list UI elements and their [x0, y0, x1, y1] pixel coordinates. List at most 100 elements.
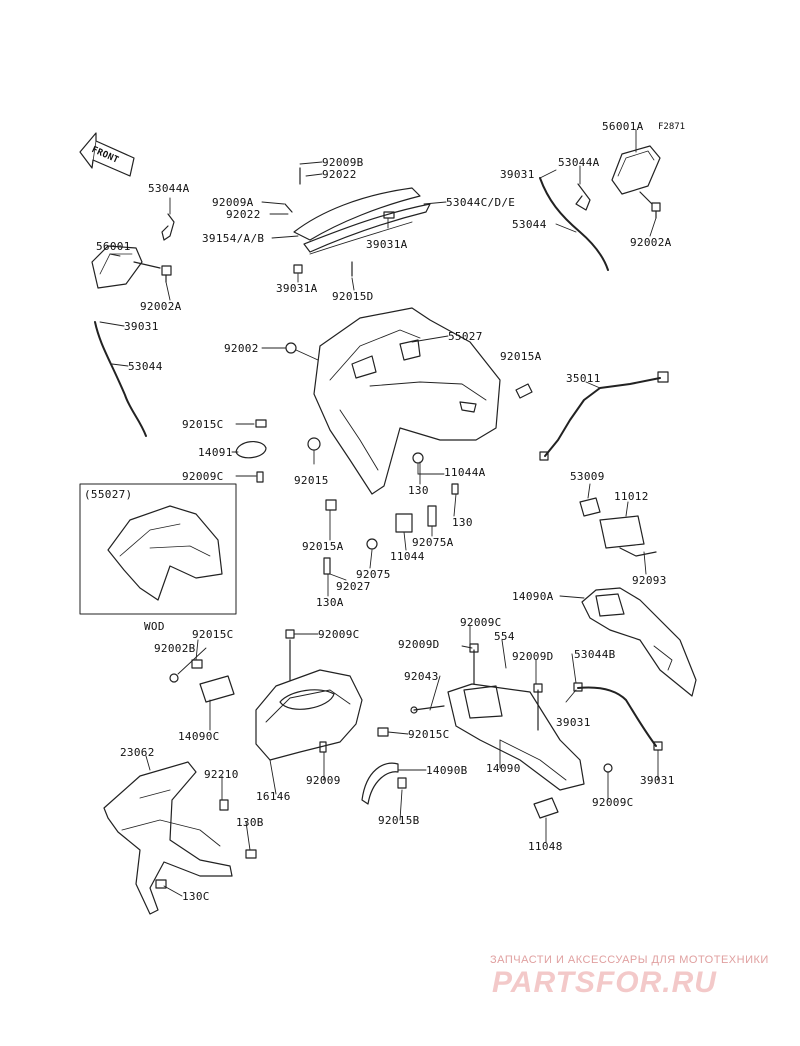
part-label: 92009D [398, 638, 440, 651]
unit-11012-shape [599, 515, 645, 549]
part-label: 11048 [528, 840, 563, 853]
bolt-130a-icon [323, 557, 331, 575]
part-label: 39031A [366, 238, 408, 251]
part-label: 130C [182, 890, 210, 903]
part-label: 92075 [356, 568, 391, 581]
part-label: 92002A [140, 300, 182, 313]
nut-92015a-icon [515, 383, 533, 399]
part-label: 23062 [120, 746, 155, 759]
part-label: 14090C [178, 730, 220, 743]
front-arrow-icon [79, 132, 135, 177]
bolt-92075a-icon [427, 505, 437, 527]
cover-14091-shape [235, 441, 267, 459]
part-label: 92015 [294, 474, 329, 487]
inset-box [79, 483, 237, 615]
part-label: 11012 [614, 490, 649, 503]
trim-14090b-shape [361, 762, 399, 805]
part-label: 53009 [570, 470, 605, 483]
part-label: 53044 [128, 360, 163, 373]
part-label: 92009C [182, 470, 224, 483]
part-label: 92210 [204, 768, 239, 781]
screw-92009c-icon [256, 471, 264, 483]
bolt-130c-icon [155, 879, 167, 889]
part-label: 39031 [640, 774, 675, 787]
inner-panel-14090a-shape [581, 587, 697, 697]
part-label: 92022 [226, 208, 261, 221]
bracket-11048-shape [533, 797, 559, 819]
part-label: 130 [452, 516, 473, 529]
part-label: 39031 [500, 168, 535, 181]
screw-92009c-d-icon [603, 763, 613, 773]
part-label: 92002A [630, 236, 672, 249]
part-label: 92002 [224, 342, 259, 355]
nut-11044a-icon [412, 452, 424, 464]
windshield-shape [284, 167, 431, 277]
part-label: 14090A [512, 590, 554, 603]
part-label: 16146 [256, 790, 291, 803]
part-label: 92009B [322, 156, 364, 169]
upper-cowl-shape [313, 307, 501, 495]
bracket-53044a-right-shape [575, 183, 591, 211]
watermark-logo: PARTSFOR.RU [492, 966, 717, 999]
bolt-130b-icon [245, 849, 257, 859]
part-label: 130B [236, 816, 264, 829]
part-label: 14090 [486, 762, 521, 775]
inset-caption: WOD [144, 620, 165, 633]
part-label: 14091 [198, 446, 233, 459]
figure-code: F2871 [658, 122, 686, 132]
part-label: 11044A [444, 466, 486, 479]
part-label: 39031 [556, 716, 591, 729]
left-mirror-shape [91, 245, 172, 289]
bolt-130-a-icon [451, 483, 459, 495]
washer-92075-icon [366, 538, 378, 550]
part-label: 92043 [404, 670, 439, 683]
cable-35011-shape [544, 377, 661, 457]
part-label: 92009C [460, 616, 502, 629]
part-label: 92015B [378, 814, 420, 827]
part-label: 39031 [124, 320, 159, 333]
part-label: 92015C [408, 728, 450, 741]
part-label: 11044 [390, 550, 425, 563]
grommet-92002-icon [285, 342, 297, 354]
grommet-92015-icon [307, 437, 321, 451]
part-label: 35011 [566, 372, 601, 385]
stay-11044-icon [395, 513, 413, 533]
part-label: 39031A [276, 282, 318, 295]
part-label: 92015D [332, 290, 374, 303]
relay-53009-shape [579, 497, 601, 517]
part-label: 92015C [192, 628, 234, 641]
stay-23062-shape [103, 761, 233, 915]
part-label: 53044 [512, 218, 547, 231]
right-mirror-shape [611, 145, 661, 219]
part-label: 56001A [602, 120, 644, 133]
nut-92210-icon [219, 799, 229, 811]
part-label: 554 [494, 630, 515, 643]
clip-92015c-c-icon [377, 727, 389, 737]
part-label: 130A [316, 596, 344, 609]
clip-92015b-icon [397, 777, 407, 789]
part-label: 130 [408, 484, 429, 497]
part-label: 92015A [500, 350, 542, 363]
meter-panel-shape [255, 629, 363, 761]
part-label: 55027 [448, 330, 483, 343]
clip-92015c-icon [255, 419, 267, 428]
inset-title: (55027) [84, 488, 133, 501]
part-label: 56001 [96, 240, 131, 253]
part-label: 92093 [632, 574, 667, 587]
inset-cowl-shape [107, 505, 223, 601]
screw-92009-icon [319, 741, 327, 753]
leader-lines [99, 129, 659, 897]
part-label: 92002B [154, 642, 196, 655]
part-label: 92009A [212, 196, 254, 209]
cable-53044-left-shape [94, 321, 147, 437]
part-label: 53044A [558, 156, 600, 169]
part-label: 92009C [318, 628, 360, 641]
part-label: 53044A [148, 182, 190, 195]
part-label: 92075A [412, 536, 454, 549]
part-label: 53044C/D/E [446, 196, 516, 209]
bolt-92043-icon [413, 705, 445, 711]
part-label: 92009C [592, 796, 634, 809]
cable-53044b-shape [577, 686, 657, 747]
cable-53044-right-shape [539, 177, 609, 271]
